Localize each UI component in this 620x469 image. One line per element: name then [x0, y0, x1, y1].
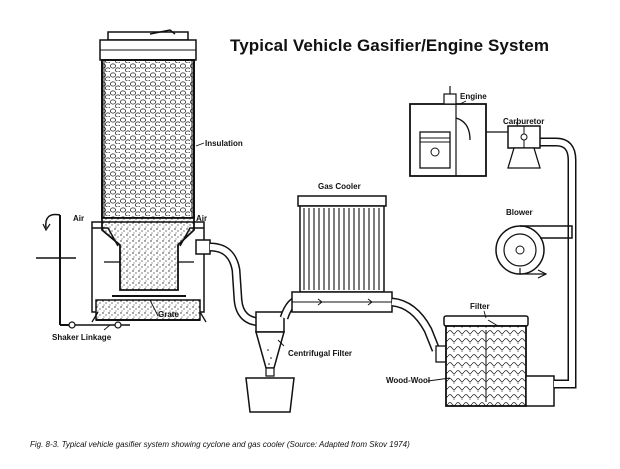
carburetor [507, 125, 541, 169]
wood-wool-filter [435, 315, 555, 407]
label-centrifugal-filter: Centrifugal Filter [288, 349, 353, 358]
label-insulation: Insulation [205, 139, 243, 148]
label-wood-wool: Wood-Wool [386, 376, 431, 385]
figure-caption: Fig. 8-3. Typical vehicle gasifier syste… [30, 440, 410, 449]
label-air-right: Air [196, 214, 208, 223]
label-gas-cooler: Gas Cooler [318, 182, 361, 191]
gasifier-unit [91, 29, 211, 323]
label-shaker-linkage: Shaker Linkage [52, 333, 112, 342]
diagram-title: Typical Vehicle Gasifier/Engine System [230, 36, 550, 55]
label-filter: Filter [470, 302, 490, 311]
label-engine: Engine [460, 92, 487, 101]
shaker-linkage [36, 213, 130, 329]
label-carburetor: Carburetor [503, 117, 545, 126]
label-blower: Blower [506, 208, 533, 217]
label-grate: Grate [158, 310, 179, 319]
centrifugal-filter [245, 311, 295, 413]
engine [409, 86, 510, 177]
blower [495, 225, 573, 279]
label-air-left: Air [73, 214, 85, 223]
gas-cooler [291, 195, 393, 313]
